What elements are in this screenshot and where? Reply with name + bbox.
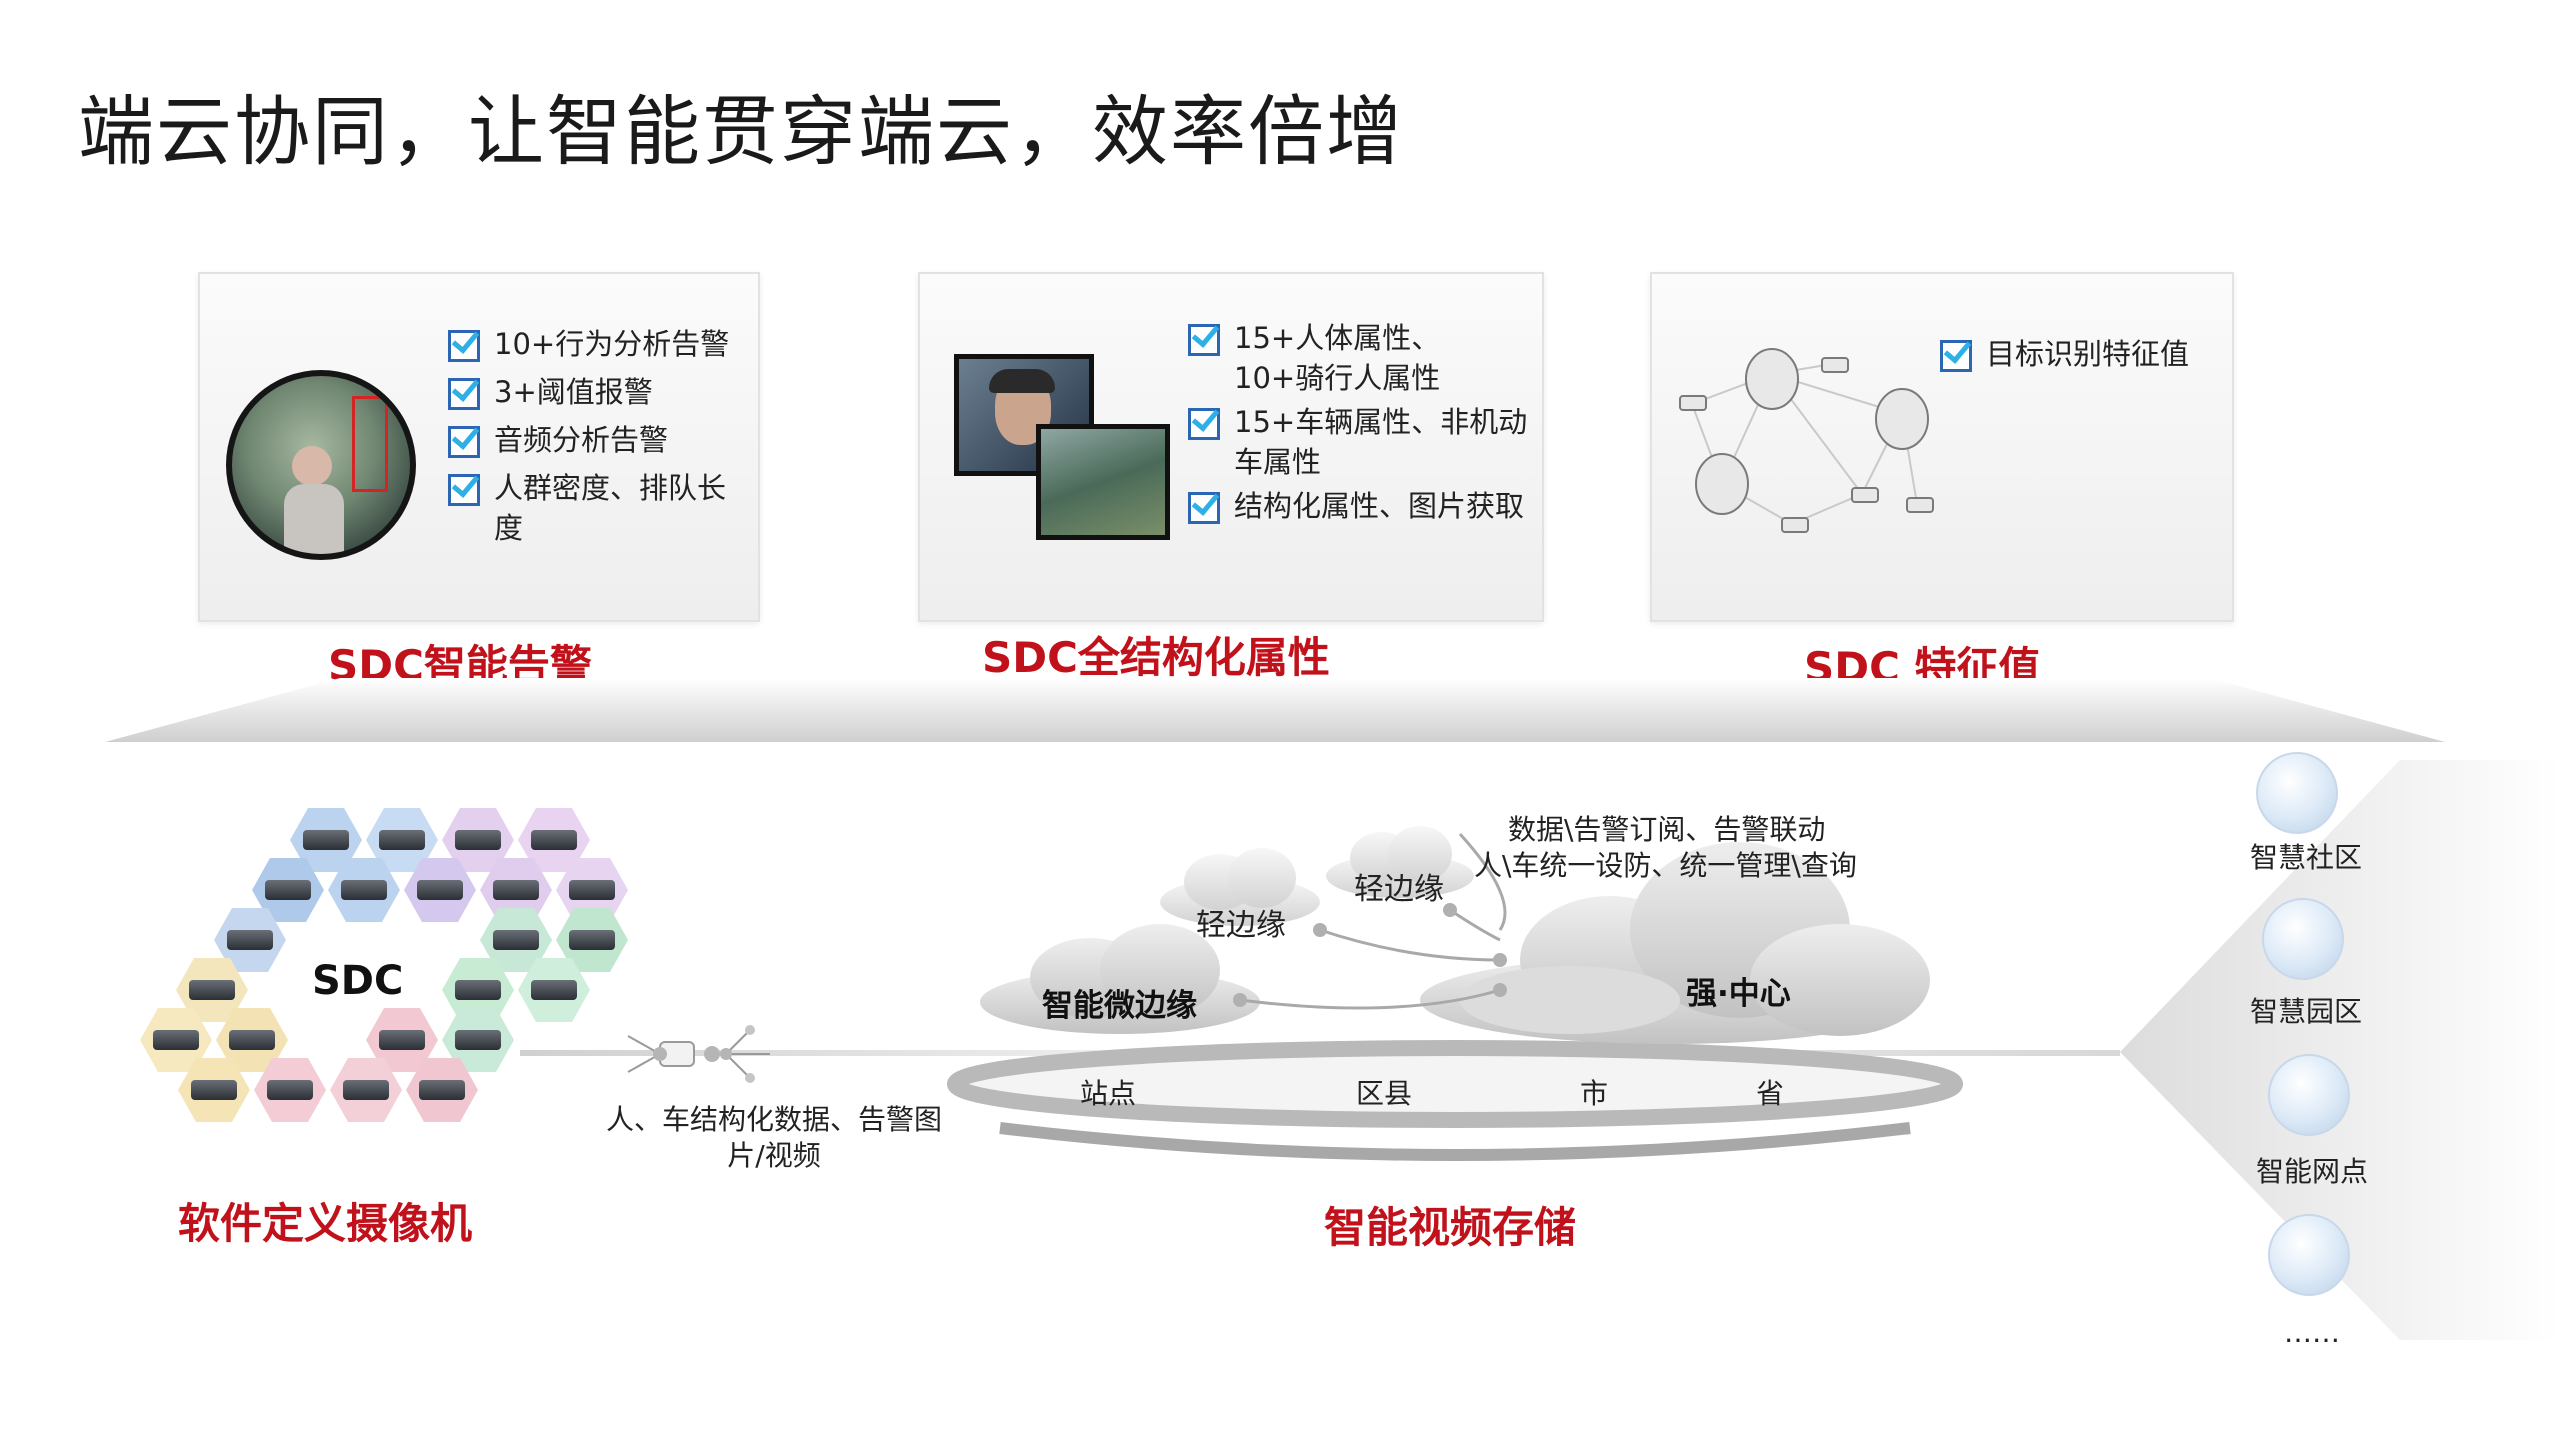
sdc-camera-cluster: SDC bbox=[140, 800, 660, 1150]
scenario-branch: 智能网点 bbox=[2255, 1155, 2368, 1188]
data-flow-icon bbox=[627, 1025, 770, 1083]
level-city: 市 bbox=[1580, 1077, 1609, 1110]
panel-structured-attributes: 15+人体属性、10+骑行人属性 15+车辆属性、非机动车属性 结构化属性、图片… bbox=[918, 272, 1544, 622]
checkbox-icon bbox=[448, 378, 480, 410]
attribute-feature-list: 15+人体属性、10+骑行人属性 15+车辆属性、非机动车属性 结构化属性、图片… bbox=[1188, 318, 1528, 526]
map-icon bbox=[2268, 1214, 2350, 1296]
scenario-fan bbox=[2120, 760, 2560, 1340]
micro-edge-label: 智能微边缘 bbox=[1042, 988, 1197, 1024]
center-note-1: 数据\告警订阅、告警联动 bbox=[1508, 813, 1826, 846]
panel-smart-alarm: 10+行为分析告警 3+阈值报警 音频分析告警 人群密度、排队长度 bbox=[198, 272, 760, 622]
scenario-community: 智慧社区 bbox=[2249, 841, 2362, 874]
light-edge-label-1: 轻边缘 bbox=[1196, 908, 1286, 943]
list-item: 结构化属性、图片获取 bbox=[1188, 486, 1528, 526]
list-item: 目标识别特征值 bbox=[1940, 334, 2189, 374]
alarm-feature-list: 10+行为分析告警 3+阈值报警 音频分析告警 人群密度、排队长度 bbox=[448, 324, 748, 548]
storage-caption: 智能视频存储 bbox=[1324, 1203, 1577, 1252]
checkbox-icon bbox=[1940, 340, 1972, 372]
list-item: 人群密度、排队长度 bbox=[448, 468, 748, 548]
level-county: 区县 bbox=[1356, 1077, 1413, 1110]
center-label: 强·中心 bbox=[1686, 976, 1791, 1012]
list-item: 3+阈值报警 bbox=[448, 372, 748, 412]
panel-caption: SDC全结构化属性 bbox=[982, 633, 1330, 682]
checkbox-icon bbox=[448, 474, 480, 506]
scenario-campus: 智慧园区 bbox=[2249, 995, 2362, 1028]
list-item: 15+人体属性、10+骑行人属性 bbox=[1188, 318, 1528, 398]
page-title: 端云协同，让智能贯穿端云，效率倍增 bbox=[78, 87, 1404, 176]
checkbox-icon bbox=[1188, 408, 1220, 440]
checkbox-icon bbox=[1188, 324, 1220, 356]
light-edge-label-2: 轻边缘 bbox=[1354, 872, 1444, 907]
scenario-more: …… bbox=[2284, 1316, 2340, 1349]
sdc-caption: 软件定义摄像机 bbox=[178, 1199, 473, 1248]
feature-value-list: 目标识别特征值 bbox=[1940, 334, 2189, 374]
cloud-shapes bbox=[980, 826, 1930, 1044]
level-site: 站点 bbox=[1080, 1077, 1137, 1110]
sdc-label: SDC bbox=[312, 958, 404, 1004]
funnel-band bbox=[105, 678, 2445, 742]
storage-ring bbox=[947, 1040, 1963, 1161]
list-item: 音频分析告警 bbox=[448, 420, 748, 460]
campus-icon bbox=[2262, 898, 2344, 980]
street-image bbox=[1036, 424, 1170, 540]
panel-feature-values: 目标识别特征值 bbox=[1650, 272, 2234, 622]
community-icon bbox=[2256, 752, 2338, 834]
checkbox-icon bbox=[1188, 492, 1220, 524]
list-item: 10+行为分析告警 bbox=[448, 324, 748, 364]
checkbox-icon bbox=[448, 330, 480, 362]
checkbox-icon bbox=[448, 426, 480, 458]
flow-label: 人、车结构化数据、告警图片/视频 bbox=[605, 1103, 942, 1172]
branch-icon bbox=[2268, 1054, 2350, 1136]
list-item: 15+车辆属性、非机动车属性 bbox=[1188, 402, 1528, 482]
level-province: 省 bbox=[1756, 1077, 1785, 1110]
center-note-2: 人\车统一设防、统一管理\查询 bbox=[1474, 849, 1857, 882]
camera-network-icon bbox=[1679, 348, 1934, 533]
surveillance-image bbox=[226, 370, 416, 560]
